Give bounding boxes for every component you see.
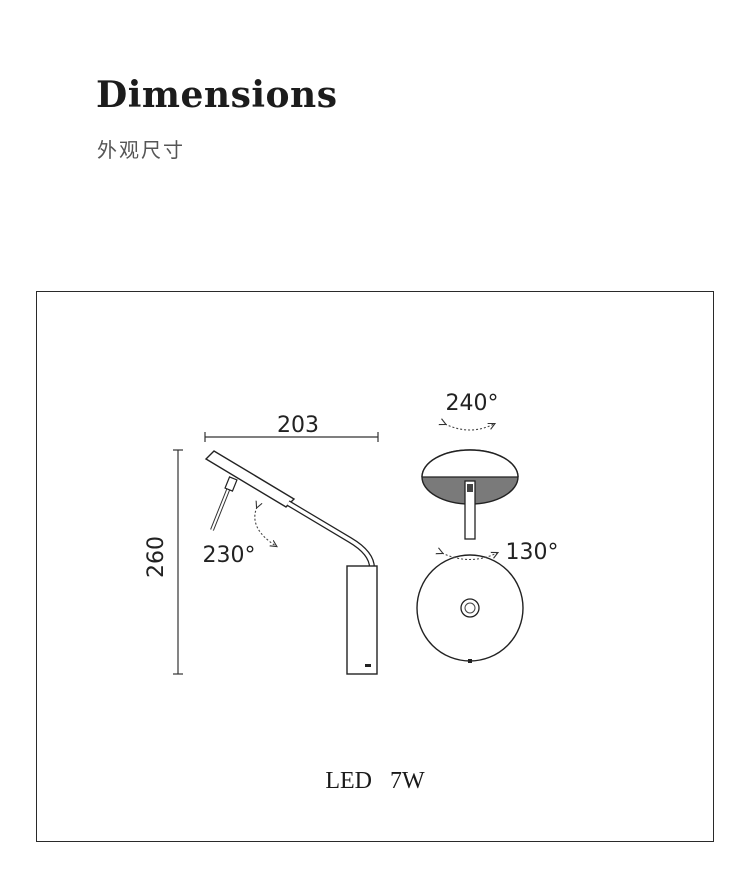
width-label: 203 [277, 413, 319, 438]
height-dimension-line [173, 449, 183, 675]
lamp-front-view [416, 449, 524, 663]
swivel-arrow-icon [442, 553, 497, 561]
height-label: 260 [144, 536, 169, 578]
tilt-arrow-icon [254, 507, 276, 546]
rotation-arrow-icon [445, 424, 494, 431]
diagram-frame [36, 291, 714, 842]
tilt-angle-label: 230° [203, 543, 256, 568]
width-dimension-line [204, 432, 379, 442]
swivel-angle-label: 130° [506, 540, 559, 565]
lamp-side-view [204, 450, 378, 675]
power-spec: LED 7W [325, 768, 425, 794]
page-subtitle: 外观尺寸 [97, 138, 185, 162]
rotation-angle-label: 240° [446, 391, 499, 416]
page-title: Dimensions [96, 74, 338, 116]
